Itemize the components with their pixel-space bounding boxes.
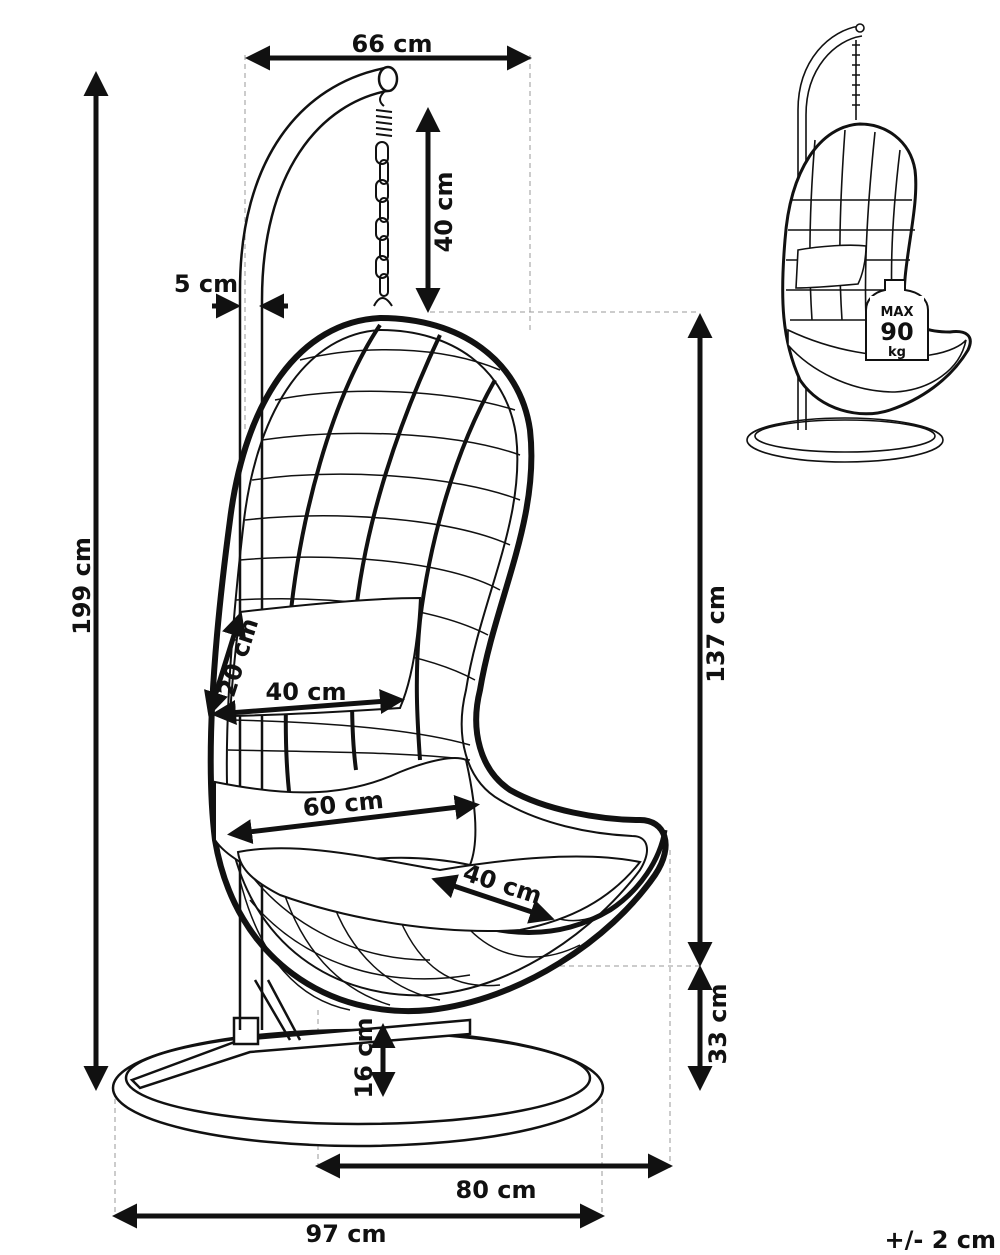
max-load-unit: kg — [888, 345, 906, 360]
hanging-chain — [373, 91, 393, 307]
tolerance-note: +/- 2 cm — [885, 1226, 996, 1250]
cushions — [214, 596, 642, 932]
max-load-value: 90 — [880, 318, 913, 346]
max-load-top: MAX — [880, 305, 913, 320]
seat-depth-arrow — [431, 874, 555, 924]
guide-lines — [114, 55, 700, 1216]
ground-clearance-label: 33 cm — [704, 984, 732, 1065]
basket-height-label: 137 cm — [702, 585, 730, 683]
seat-width-arrow — [227, 794, 480, 845]
top-width-label: 66 cm — [352, 30, 433, 58]
total-height-label: 199 cm — [68, 537, 96, 635]
pillow-width-label: 40 cm — [266, 678, 347, 706]
pillow-width-arrow — [211, 689, 405, 725]
chain-length-label: 40 cm — [430, 172, 458, 253]
base-width-label: 97 cm — [306, 1220, 387, 1248]
max-load-badge: MAX 90 kg — [865, 279, 929, 361]
thumbnail-drawing — [746, 23, 972, 463]
dimension-labels: 66 cm 40 cm 5 cm 199 cm 137 cm 33 cm 20 … — [68, 30, 996, 1254]
dimension-arrows — [83, 45, 713, 1229]
pole-thickness-label: 5 cm — [174, 270, 238, 298]
base-height-label: 16 cm — [350, 1018, 378, 1099]
base-depth-label: 80 cm — [456, 1176, 537, 1204]
stand-pole — [238, 65, 399, 1041]
